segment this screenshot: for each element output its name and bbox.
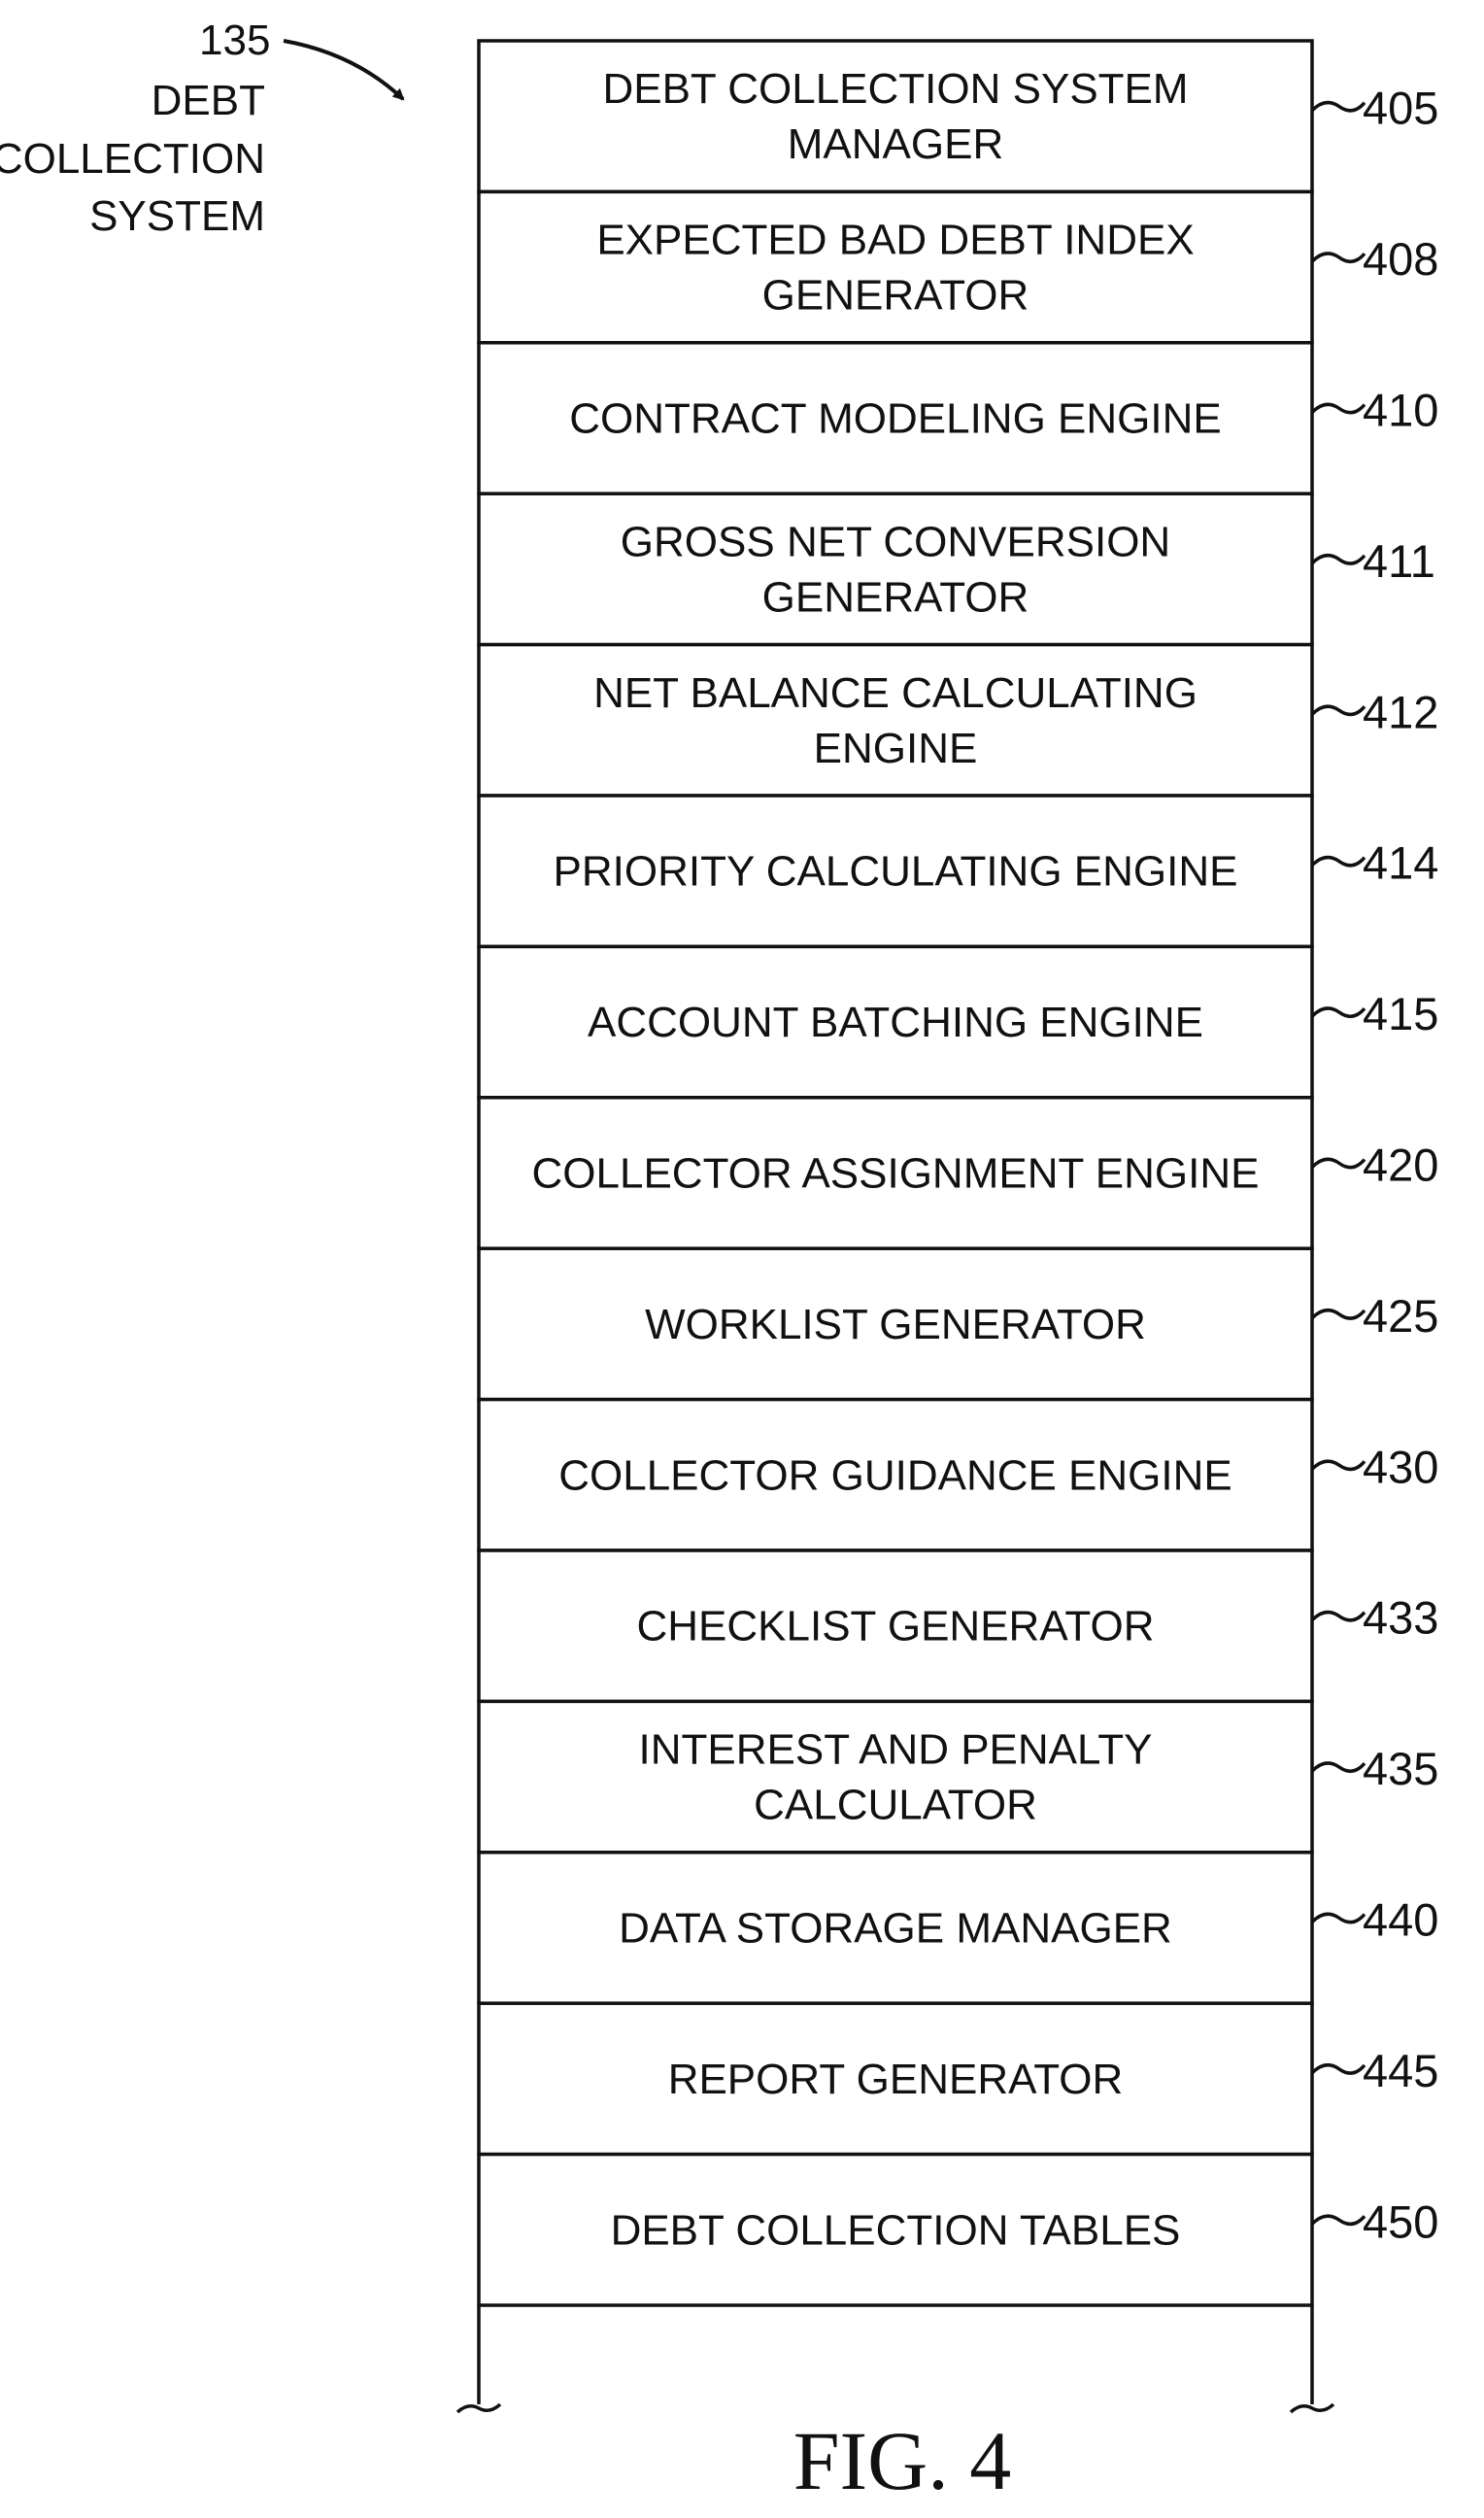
component-label-line: ENGINE xyxy=(814,725,978,772)
component-ref-number: 430 xyxy=(1363,1441,1438,1492)
component-box-outline xyxy=(479,645,1312,796)
component-ref-number: 425 xyxy=(1363,1290,1438,1342)
component-label-line: CHECKLIST GENERATOR xyxy=(636,1603,1154,1650)
component-label-line: GENERATOR xyxy=(762,272,1029,320)
component-box: INTEREST AND PENALTY CALCULATOR 435 xyxy=(479,1701,1438,1852)
component-ref-number: 435 xyxy=(1363,1743,1438,1794)
component-label-line: COLLECTOR GUIDANCE ENGINE xyxy=(558,1451,1232,1499)
component-label-line: DEBT COLLECTION TABLES xyxy=(611,2206,1181,2254)
component-box-outline xyxy=(479,493,1312,644)
ref-leader-line xyxy=(1312,556,1365,563)
ref-leader-line xyxy=(1312,404,1365,412)
break-mark-left xyxy=(457,2404,500,2412)
component-ref-number: 412 xyxy=(1363,686,1438,737)
component-label-line: PRIORITY CALCULATING ENGINE xyxy=(554,848,1238,896)
system-label-line: SYSTEM xyxy=(89,192,265,240)
component-box: ACCOUNT BATCHING ENGINE 415 xyxy=(479,946,1438,1097)
component-label-line: CALCULATOR xyxy=(754,1782,1037,1829)
component-ref-number: 450 xyxy=(1363,2195,1438,2247)
component-box: REPORT GENERATOR 445 xyxy=(479,2003,1438,2154)
system-label-line: DEBT xyxy=(152,77,265,124)
component-label-line: CONTRACT MODELING ENGINE xyxy=(569,395,1221,443)
component-label-line: NET BALANCE CALCULATING xyxy=(593,669,1197,717)
component-box: CONTRACT MODELING ENGINE 410 xyxy=(479,343,1438,493)
system-label: DEBT COLLECTION SYSTEM xyxy=(0,77,265,240)
component-ref-number: 411 xyxy=(1363,535,1435,587)
system-label-line: COLLECTION xyxy=(0,135,265,183)
component-box: CHECKLIST GENERATOR 433 xyxy=(479,1550,1438,1701)
ref-leader-line xyxy=(1312,706,1365,714)
figure-label: FIG. 4 xyxy=(793,2414,1012,2507)
component-box: GROSS NET CONVERSION GENERATOR 411 xyxy=(479,493,1435,644)
component-ref-number: 408 xyxy=(1363,233,1438,285)
component-box: PRIORITY CALCULATING ENGINE 414 xyxy=(479,796,1438,946)
component-ref-number: 414 xyxy=(1363,837,1438,889)
component-ref-number: 440 xyxy=(1363,1894,1438,1946)
component-box: WORKLIST GENERATOR 425 xyxy=(479,1248,1438,1399)
component-label-line: DEBT COLLECTION SYSTEM xyxy=(602,65,1188,113)
component-box-outline xyxy=(479,41,1312,191)
component-box: DEBT COLLECTION SYSTEM MANAGER 405 xyxy=(479,41,1438,191)
component-label-line: REPORT GENERATOR xyxy=(668,2056,1124,2103)
component-ref-number: 445 xyxy=(1363,2045,1438,2096)
ref-leader-line xyxy=(1312,103,1365,111)
ref-leader-line xyxy=(1312,1914,1365,1922)
component-label-line: DATA STORAGE MANAGER xyxy=(619,1905,1172,1953)
component-box: COLLECTOR ASSIGNMENT ENGINE 420 xyxy=(479,1098,1438,1248)
ref-leader-line xyxy=(1312,2065,1365,2073)
component-box: COLLECTOR GUIDANCE ENGINE 430 xyxy=(479,1400,1438,1550)
component-box: DATA STORAGE MANAGER 440 xyxy=(479,1853,1438,2003)
break-mark-right xyxy=(1291,2404,1333,2412)
component-ref-number: 410 xyxy=(1363,385,1438,436)
system-ref-number: 135 xyxy=(199,17,270,64)
ref-leader-line xyxy=(1312,254,1365,261)
component-box: DEBT COLLECTION TABLES 450 xyxy=(479,2155,1438,2305)
ref-leader-line xyxy=(1312,1613,1365,1620)
ref-leader-line xyxy=(1312,1461,1365,1469)
component-label-line: GENERATOR xyxy=(762,573,1029,621)
component-box: EXPECTED BAD DEBT INDEX GENERATOR 408 xyxy=(479,191,1438,342)
component-ref-number: 433 xyxy=(1363,1592,1438,1644)
component-ref-number: 405 xyxy=(1363,83,1438,134)
component-label-line: GROSS NET CONVERSION xyxy=(621,518,1170,565)
ref-leader-line xyxy=(1312,1310,1365,1318)
component-label-line: COLLECTOR ASSIGNMENT ENGINE xyxy=(532,1150,1260,1198)
ref-leader-line xyxy=(1312,1763,1365,1771)
component-label-line: INTEREST AND PENALTY xyxy=(639,1726,1153,1774)
ref-leader-line xyxy=(1312,858,1365,866)
component-ref-number: 415 xyxy=(1363,988,1438,1039)
component-box: NET BALANCE CALCULATING ENGINE 412 xyxy=(479,645,1438,796)
component-label-line: WORKLIST GENERATOR xyxy=(645,1301,1146,1348)
ref-leader-line xyxy=(1312,1159,1365,1167)
component-box-outline xyxy=(479,1701,1312,1852)
component-box-outline xyxy=(479,191,1312,342)
component-ref-number: 420 xyxy=(1363,1140,1438,1191)
system-pointer-arrow xyxy=(284,41,403,99)
ref-leader-line xyxy=(1312,1008,1365,1016)
component-stack: DEBT COLLECTION SYSTEM MANAGER 405EXPECTED… xyxy=(457,41,1438,2412)
ref-leader-line xyxy=(1312,2216,1365,2224)
component-label-line: EXPECTED BAD DEBT INDEX xyxy=(596,217,1194,264)
component-label-line: ACCOUNT BATCHING ENGINE xyxy=(588,999,1203,1046)
component-label-line: MANAGER xyxy=(788,120,1003,168)
